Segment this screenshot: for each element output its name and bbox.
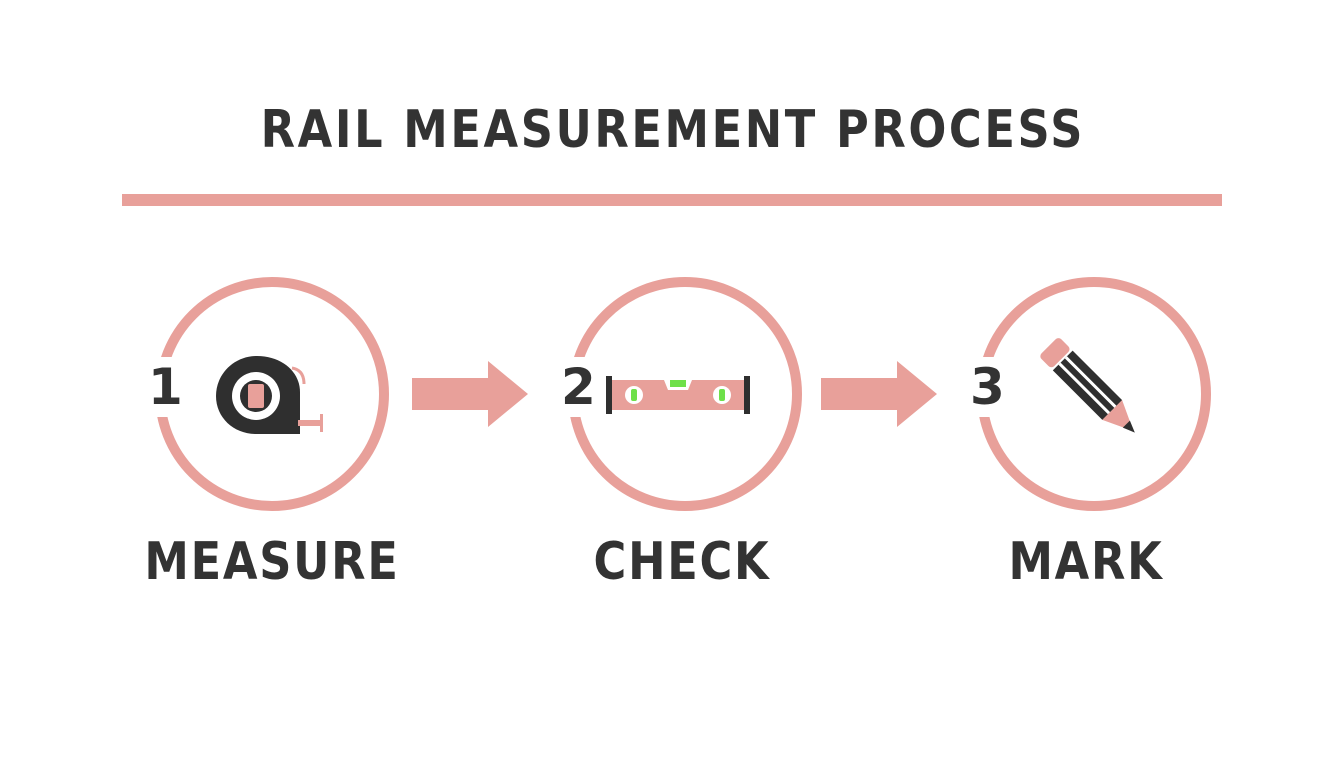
- title-underline: [122, 194, 1222, 206]
- tape-measure-icon: [216, 356, 323, 434]
- arrow-step-1-to-2: [412, 361, 528, 427]
- step-1-label: MEASURE: [144, 532, 400, 592]
- step-2-label: CHECK: [593, 532, 771, 592]
- diagram-title: RAIL MEASUREMENT PROCESS: [260, 100, 1086, 160]
- step-1-number: 1: [144, 357, 187, 417]
- step-3-number: 3: [966, 357, 1009, 417]
- pencil-icon: [1040, 338, 1135, 433]
- spirit-level-icon: [606, 376, 750, 414]
- arrow-step-2-to-3: [821, 361, 937, 427]
- step-3-label: MARK: [1008, 532, 1164, 592]
- step-2-number: 2: [557, 357, 600, 417]
